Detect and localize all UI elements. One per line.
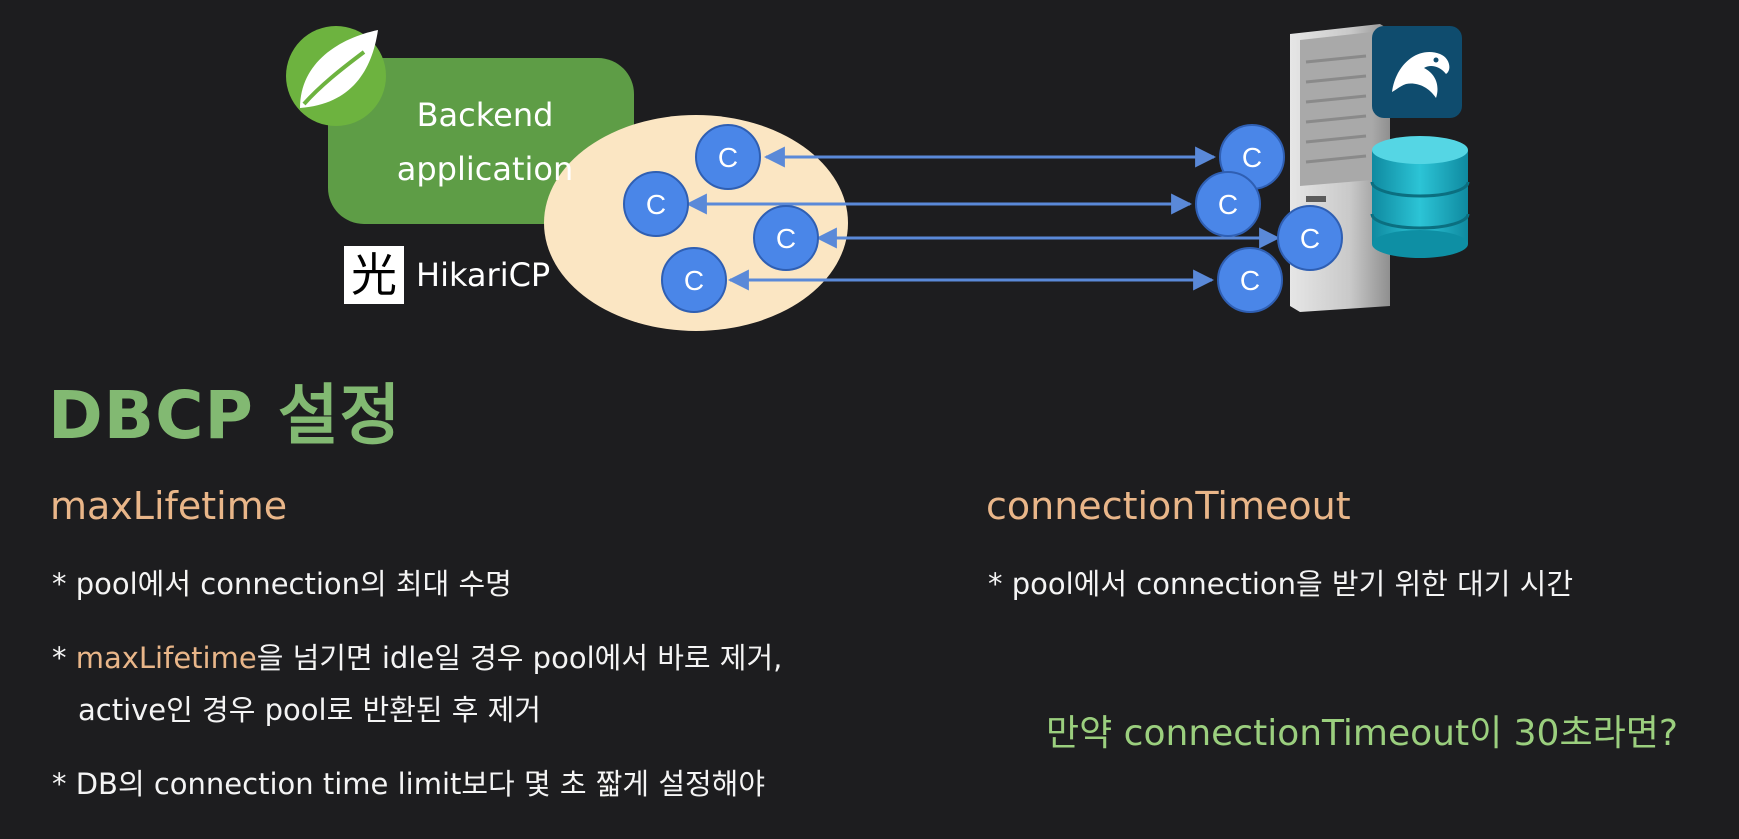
bullet-marker: * xyxy=(52,641,76,675)
connection-node: C xyxy=(1217,247,1283,313)
connection-timeout-bullet-1: * pool에서 connection을 받기 위한 대기 시간 xyxy=(988,567,1574,601)
connection-label: C xyxy=(1218,189,1238,220)
backend-label-line2: application xyxy=(396,150,574,188)
connection-node: C xyxy=(1195,171,1261,237)
connection-label: C xyxy=(646,189,666,220)
backend-label-line1: Backend xyxy=(416,96,554,134)
backend-application-label: Backend application xyxy=(380,88,590,196)
connection-node: C xyxy=(753,205,819,271)
mysql-dolphin-icon xyxy=(1372,26,1462,118)
bullet-2-rest: 을 넘기면 idle일 경우 pool에서 바로 제거, xyxy=(256,641,783,675)
connection-node: C xyxy=(623,171,689,237)
connection-node: C xyxy=(1277,205,1343,271)
connection-node: C xyxy=(661,247,727,313)
hikari-label: HikariCP xyxy=(416,256,551,294)
page-title: DBCP 설정 xyxy=(48,377,402,454)
pool-connections: C C C C xyxy=(623,124,819,313)
max-lifetime-bullet-1: * pool에서 connection의 최대 수명 xyxy=(52,567,512,601)
connection-label: C xyxy=(718,142,738,173)
max-lifetime-bullet-2-line-2: active인 경우 pool로 반환된 후 제거 xyxy=(78,693,541,727)
connection-label: C xyxy=(1242,142,1262,173)
spring-leaf-icon xyxy=(286,26,386,126)
connection-node: C xyxy=(695,124,761,190)
max-lifetime-highlight: maxLifetime xyxy=(75,641,257,675)
connection-label: C xyxy=(1300,223,1320,254)
hikari-logo-icon: 光 xyxy=(344,246,404,304)
connection-label: C xyxy=(684,265,704,296)
db-connections: C C C C xyxy=(1195,124,1343,313)
connection-label: C xyxy=(776,223,796,254)
connection-label: C xyxy=(1240,265,1260,296)
connection-pool-diagram: C C C C C C C C xyxy=(286,24,1470,331)
max-lifetime-bullet-2: * maxLifetime을 넘기면 idle일 경우 pool에서 바로 제거… xyxy=(52,638,782,678)
connection-arrows xyxy=(685,146,1281,291)
max-lifetime-title: maxLifetime xyxy=(50,484,288,528)
database-icon xyxy=(1370,136,1470,258)
max-lifetime-bullet-3: * DB의 connection time limit보다 몇 초 짧게 설정해… xyxy=(52,767,766,801)
connection-timeout-title: connectionTimeout xyxy=(986,484,1351,528)
connection-timeout-question: 만약 connectionTimeout이 30초라면? xyxy=(1046,713,1678,754)
